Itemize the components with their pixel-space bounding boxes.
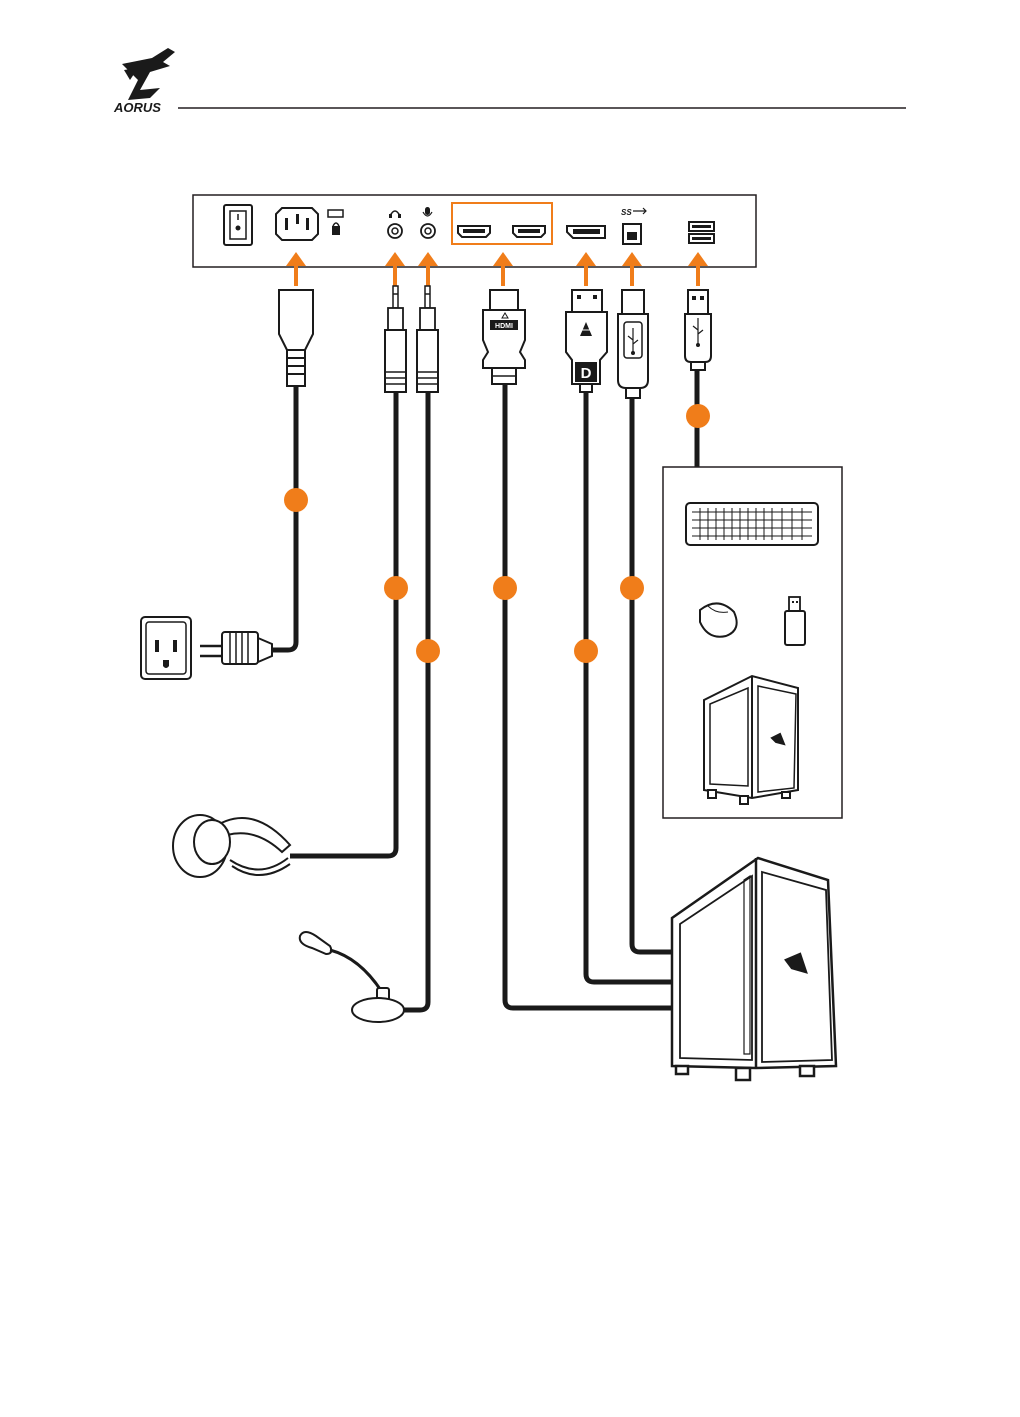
monitor-rear-panel: SS xyxy=(193,195,756,267)
usb-peripherals-box xyxy=(663,467,842,818)
aorus-eagle-logo-icon xyxy=(122,48,175,100)
headphones-icon xyxy=(173,815,290,877)
usb-b-plug-icon xyxy=(618,290,648,398)
callout-dot xyxy=(384,576,408,600)
callout-dot xyxy=(284,488,308,512)
dp-plug-label: D xyxy=(581,365,592,382)
pc-tower-icon xyxy=(704,676,798,804)
displayport-plug-icon: D xyxy=(566,290,607,392)
pc-tower-icon xyxy=(672,858,836,1080)
keyboard-icon xyxy=(686,503,818,545)
wall-outlet-icon xyxy=(141,617,191,679)
usb-superspeed-label: SS xyxy=(621,208,632,217)
hdmi-plug-icon: HDMI xyxy=(483,290,525,384)
audio-plug-icon xyxy=(385,286,406,392)
headphone-cable xyxy=(290,392,396,856)
microphone-cable xyxy=(398,392,428,1010)
plugs: HDMI D xyxy=(279,286,711,398)
hdmi-port-icon[interactable] xyxy=(458,226,490,237)
power-cord-icon xyxy=(279,290,313,386)
ac-inlet-icon[interactable] xyxy=(276,208,318,240)
usb-a-plug-icon xyxy=(685,290,711,370)
callout-dot xyxy=(493,576,517,600)
power-switch-icon[interactable] xyxy=(224,205,252,245)
cables xyxy=(270,368,697,1010)
hdmi-port-icon[interactable] xyxy=(513,226,545,237)
callout-dot xyxy=(686,404,710,428)
header: AORUS xyxy=(113,48,906,115)
audio-plug-icon xyxy=(417,286,438,392)
callout-dot xyxy=(574,639,598,663)
callout-dot xyxy=(620,576,644,600)
callout-dot xyxy=(416,639,440,663)
power-cord-icon xyxy=(200,632,272,664)
hdmi-plug-label: HDMI xyxy=(495,323,513,330)
microphone-icon xyxy=(300,932,404,1022)
mouse-icon xyxy=(700,603,737,636)
brand-wordmark: AORUS xyxy=(113,100,161,115)
displayport-port-icon[interactable] xyxy=(567,226,605,238)
callout-dots xyxy=(284,404,710,663)
power-cable xyxy=(270,385,296,650)
